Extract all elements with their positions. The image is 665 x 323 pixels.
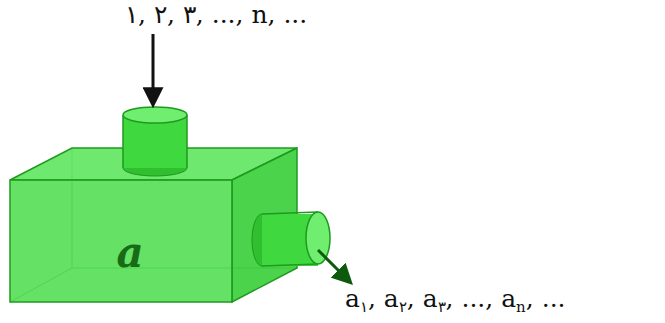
- machine-name: a: [116, 228, 143, 277]
- output-arrow: [318, 250, 350, 282]
- input-sequence: ۱, ۲, ۳, ..., n, ...: [125, 0, 307, 29]
- machine-box: a: [95, 222, 165, 282]
- output-sequence: a۱, a۲, a۳, ..., an, ...: [345, 284, 566, 316]
- input-arrow: [152, 34, 155, 104]
